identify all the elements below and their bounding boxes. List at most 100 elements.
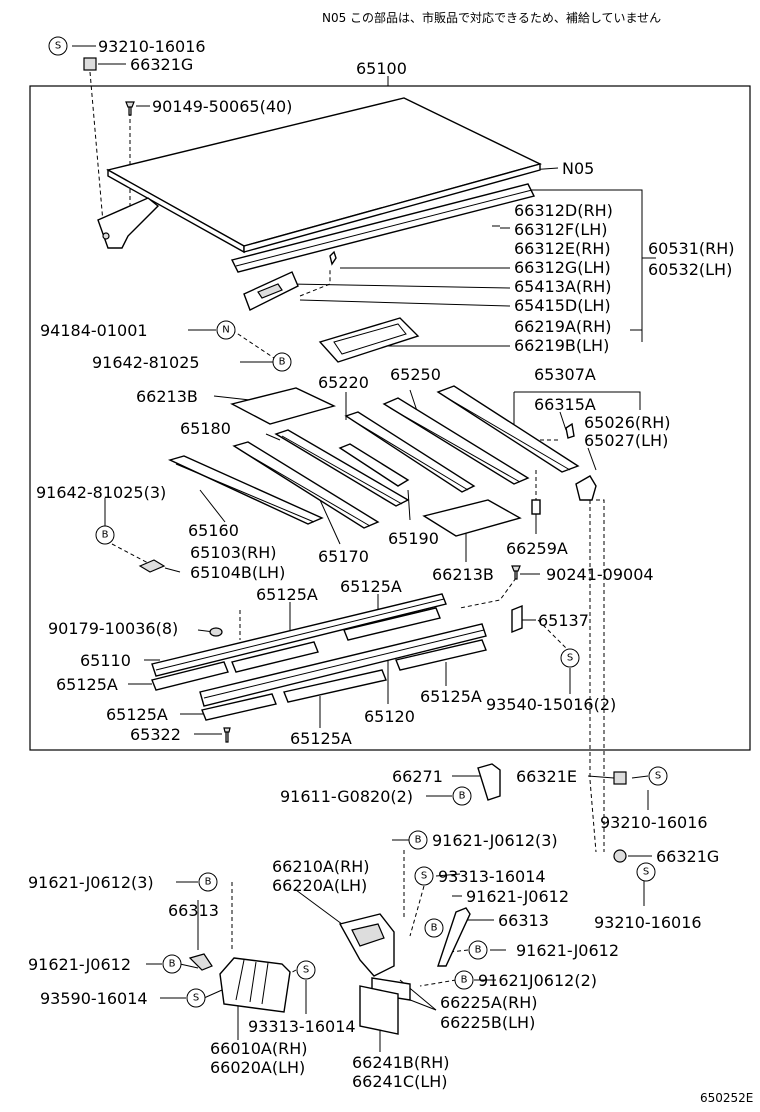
part-label: 91621-J0612 (28, 955, 131, 974)
bracket-66210a (338, 913, 395, 977)
plate-65137 (511, 604, 523, 634)
hook-65026 (575, 475, 597, 501)
beam-65120 (199, 623, 487, 707)
part-label: 66321E (516, 767, 577, 786)
part-label: 65180 (180, 419, 231, 438)
symbol-s (636, 862, 656, 882)
part-label: 66219B(LH) (514, 336, 609, 355)
beam-65110 (151, 593, 447, 677)
side-bracket-slot (257, 283, 283, 299)
part-labels: 93210-16016 66321G 65100 90149-50065(40)… (28, 37, 735, 1091)
hinge-bracket (97, 197, 160, 249)
part-label: 91621-J0612(3) (432, 831, 558, 850)
symbol-b-text: B (205, 877, 212, 888)
symbol-b-text: B (431, 923, 438, 934)
part-label: 65160 (188, 521, 239, 540)
part-label: 90149-50065(40) (152, 97, 292, 116)
screw-90241 (511, 565, 521, 580)
grommet-part-top (83, 57, 97, 71)
clip-part (329, 250, 337, 266)
rail-65190 (338, 443, 410, 487)
part-label: 60531(RH) (648, 239, 735, 258)
symbol-s (560, 648, 580, 668)
deck-board-edge-side (243, 163, 541, 253)
part-label: 66213B (432, 565, 494, 584)
part-label: 66020A(LH) (210, 1058, 305, 1077)
part-label: 66259A (506, 539, 568, 558)
rail-65220 (344, 411, 476, 493)
part-label: 93313-16014 (248, 1017, 356, 1036)
rail-65250 (382, 397, 530, 485)
symbol-b-text: B (475, 945, 482, 956)
part-label: 94184-01001 (40, 321, 148, 340)
symbol-b (454, 970, 474, 990)
rail-65307a (436, 385, 580, 473)
part-label: 65125A (256, 585, 318, 604)
part-label: 65103(RH) (190, 543, 277, 562)
symbol-n-text: N (222, 325, 229, 336)
screw-part-top (125, 101, 135, 116)
symbol-b (95, 525, 115, 545)
bracket-66210a-pocket (351, 923, 385, 947)
symbol-s-text: S (655, 771, 661, 782)
part-label: 93313-16014 (438, 867, 546, 886)
symbol-b-text: B (459, 791, 466, 802)
part-label: N05 (562, 159, 594, 178)
symbol-b (408, 830, 428, 850)
part-label: 66321G (130, 55, 193, 74)
part-label: 65027(LH) (584, 431, 668, 450)
part-label: 91621-J0612(3) (28, 873, 154, 892)
part-label: 66213B (136, 387, 198, 406)
part-label: 65125A (420, 687, 482, 706)
part-label: 90241-09004 (546, 565, 654, 584)
part-label: 66220A(LH) (272, 876, 367, 895)
symbol-b (272, 352, 292, 372)
symbol-b (198, 872, 218, 892)
part-label: 65104B(LH) (190, 563, 285, 582)
symbol-s-text: S (421, 871, 427, 882)
part-label: 66219A(RH) (514, 317, 611, 336)
part-label: 65190 (388, 529, 439, 548)
hinge-bolt (102, 232, 110, 240)
symbol-s (186, 988, 206, 1008)
part-label: 93210-16016 (594, 913, 702, 932)
symbol-b (452, 786, 472, 806)
symbol-b-text: B (169, 959, 176, 970)
mat-upper (230, 387, 336, 425)
symbol-s-text: S (567, 653, 573, 664)
grommet-66321g (613, 849, 627, 863)
part-label: 65125A (340, 577, 402, 596)
symbol-b-text: B (279, 357, 286, 368)
cover-frame-inner (333, 323, 407, 355)
part-label: 65307A (534, 365, 596, 384)
part-label: 65220 (318, 373, 369, 392)
part-label: 66312G(LH) (514, 258, 611, 277)
mat-lower (422, 499, 522, 537)
part-label: 65413A(RH) (514, 277, 611, 296)
header-note: N05 この部品は、市販品で対応できるため、補給していません (322, 10, 661, 25)
symbol-s (414, 866, 434, 886)
part-label: 65125A (290, 729, 352, 748)
part-label: 65100 (356, 59, 407, 78)
symbol-n (216, 320, 236, 340)
part-label: 66010A(RH) (210, 1039, 307, 1058)
part-label: 65026(RH) (584, 413, 671, 432)
pads-65125a (151, 607, 487, 721)
bracket-65103 (138, 559, 166, 573)
part-label: 93590-16014 (40, 989, 148, 1008)
part-label: 65110 (80, 651, 131, 670)
symbol-s-text: S (303, 965, 309, 976)
part-label: 90179-10036(8) (48, 619, 178, 638)
symbol-s (296, 960, 316, 980)
part-label: 65125A (56, 675, 118, 694)
rail-65170 (232, 441, 380, 529)
clip-66259a (531, 499, 541, 515)
part-label: 60532(LH) (648, 260, 732, 279)
cover-66010a (219, 957, 291, 1013)
part-label: 91642-81025(3) (36, 483, 166, 502)
screw-65322 (223, 727, 231, 743)
symbol-b-text: B (461, 975, 468, 986)
figure-code: 650252E (700, 1091, 753, 1105)
symbol-b (468, 940, 488, 960)
part-label: 66210A(RH) (272, 857, 369, 876)
